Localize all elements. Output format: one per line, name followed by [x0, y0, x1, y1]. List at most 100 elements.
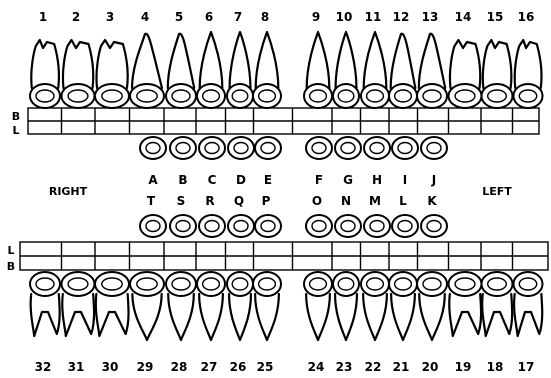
primary-label-M: M [369, 194, 381, 208]
tooth-outline [255, 294, 279, 340]
primary-ring [392, 215, 418, 237]
crown-ring [304, 272, 332, 296]
lower-tooth-23 [333, 272, 359, 340]
crown-ring [449, 84, 482, 108]
tooth-number-27: 27 [201, 360, 218, 374]
upper-tooth-5 [166, 34, 196, 108]
crown-ring [197, 84, 225, 108]
tooth-number-2: 2 [72, 10, 80, 24]
tooth-outline [515, 40, 542, 88]
crown-ring [304, 84, 332, 108]
primary-ring [306, 215, 332, 237]
primary-label-J: J [431, 173, 436, 187]
tooth-number-11: 11 [365, 10, 382, 24]
tooth-outline [391, 294, 415, 340]
primary-ring [199, 215, 225, 237]
crown-ring [197, 272, 225, 296]
upper-tooth-7 [227, 32, 253, 108]
lower-tooth-32 [30, 272, 60, 336]
crown-ring [333, 272, 359, 296]
tooth-outline [391, 34, 416, 88]
tooth-outline [514, 294, 542, 336]
lower-tooth-25 [253, 272, 281, 340]
tooth-outline [62, 294, 94, 336]
crown-ring [449, 272, 482, 296]
primary-ring [335, 215, 361, 237]
lower-tooth-29 [130, 272, 164, 340]
lower-tooth-30 [95, 272, 129, 336]
primary-label-R: R [205, 194, 214, 208]
primary-lower-tooth-O [306, 215, 332, 237]
tooth-number-17: 17 [518, 360, 535, 374]
lower-tooth-22 [361, 272, 389, 340]
left-side-label: LEFT [482, 185, 512, 198]
tooth-number-4: 4 [141, 10, 149, 24]
tooth-outline [336, 32, 357, 88]
upper-tooth-9 [304, 32, 332, 108]
lower-tooth-24 [304, 272, 332, 340]
upper-tooth-8 [253, 32, 281, 108]
lower-tooth-27 [197, 272, 225, 340]
primary-label-A: A [148, 173, 158, 187]
crown-ring [253, 272, 281, 296]
lower-surface-table [20, 242, 548, 270]
primary-upper-tooth-G [335, 137, 361, 159]
crown-ring [30, 272, 60, 296]
tooth-number-22: 22 [365, 360, 382, 374]
tooth-outline [132, 294, 161, 340]
tooth-outline [335, 294, 357, 340]
primary-label-D: D [236, 173, 246, 187]
tooth-number-10: 10 [336, 10, 353, 24]
lower-tooth-28 [166, 272, 196, 340]
tooth-number-8: 8 [261, 10, 269, 24]
crown-ring [62, 84, 95, 108]
crown-ring [30, 84, 60, 108]
lower-tooth-21 [389, 272, 417, 340]
primary-label-B: B [178, 173, 187, 187]
tooth-outline [132, 34, 162, 88]
tooth-number-5: 5 [175, 10, 183, 24]
tooth-outline [168, 34, 194, 88]
tooth-number-13: 13 [422, 10, 439, 24]
tooth-outline [364, 32, 387, 88]
crown-ring [166, 272, 196, 296]
primary-ring [140, 215, 166, 237]
tooth-number-3: 3 [106, 10, 114, 24]
tooth-outline [229, 294, 251, 340]
crown-ring [389, 272, 417, 296]
primary-upper-tooth-D [228, 137, 254, 159]
tooth-outline [419, 34, 445, 88]
primary-label-I: I [403, 173, 407, 187]
crown-ring [253, 84, 281, 108]
primary-ring [392, 137, 418, 159]
tooth-number-14: 14 [455, 10, 472, 24]
tooth-number-30: 30 [102, 360, 119, 374]
tooth-number-9: 9 [312, 10, 320, 24]
lower-tooth-20 [417, 272, 447, 340]
primary-label-T: T [147, 194, 156, 208]
tooth-outline [200, 32, 223, 88]
primary-ring [140, 137, 166, 159]
tooth-outline [31, 294, 60, 336]
tooth-number-23: 23 [336, 360, 353, 374]
upper-row-b-label: B [12, 110, 20, 123]
lower-tooth-26 [227, 272, 253, 340]
primary-label-K: K [427, 194, 437, 208]
crown-ring [166, 84, 196, 108]
primary-lower-tooth-T [140, 215, 166, 237]
tooth-number-12: 12 [393, 10, 410, 24]
crown-ring [227, 272, 253, 296]
primary-upper-tooth-A [140, 137, 166, 159]
upper-tooth-13 [417, 34, 447, 108]
primary-upper-tooth-E [255, 137, 281, 159]
lower-tooth-31 [62, 272, 95, 336]
primary-ring [306, 137, 332, 159]
tooth-number-16: 16 [518, 10, 535, 24]
upper-tooth-11 [361, 32, 389, 108]
primary-label-N: N [341, 194, 351, 208]
crown-ring [62, 272, 95, 296]
primary-ring [255, 215, 281, 237]
primary-ring [170, 137, 196, 159]
tooth-number-31: 31 [68, 360, 85, 374]
primary-label-G: G [343, 173, 353, 187]
